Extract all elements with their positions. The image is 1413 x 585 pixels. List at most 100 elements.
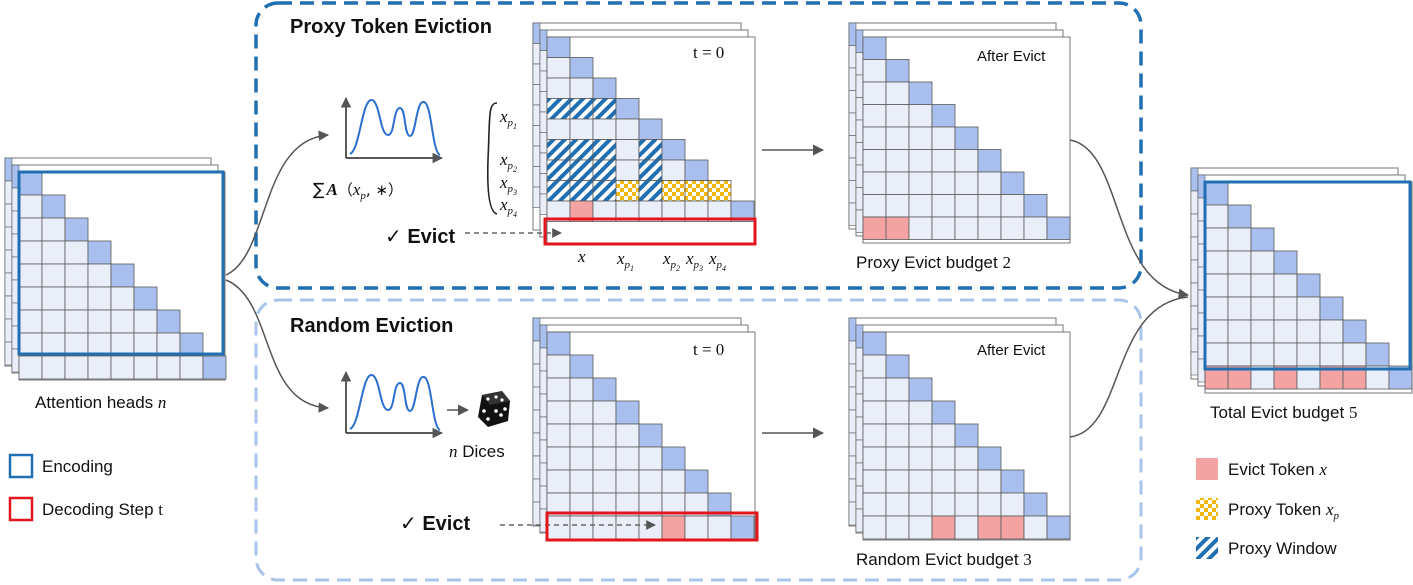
- matrix-cell: [855, 97, 864, 121]
- matrix-cell: [569, 469, 594, 494]
- matrix-cell: [885, 515, 910, 540]
- matrix-cell: [546, 515, 571, 540]
- matrix-cell: [569, 400, 594, 425]
- matrix-cell: [546, 377, 571, 402]
- curve-from-random: [1069, 296, 1189, 438]
- matrix-cell: [977, 194, 1002, 218]
- matrix-cell: [908, 377, 933, 402]
- matrix-cell: [615, 118, 640, 140]
- matrix-cell: [1319, 296, 1344, 321]
- matrix-cell: [862, 126, 887, 150]
- matrix-cell: [638, 469, 663, 494]
- matrix-cell: [1296, 319, 1321, 344]
- matrix-cell: [569, 377, 594, 402]
- svg-text:xp4: xp4: [708, 249, 726, 273]
- proxy-budget-label: Proxy Evict budget 2: [856, 253, 1011, 272]
- matrix-cell: [546, 139, 571, 161]
- matrix-cell: [848, 317, 857, 342]
- matrix-cell: [908, 446, 933, 471]
- attention-heads-label: Attention heads n: [35, 393, 166, 412]
- matrix-cell: [546, 36, 571, 58]
- svg-text:xp2: xp2: [662, 249, 680, 273]
- matrix-cell: [862, 36, 887, 60]
- matrix-cell: [539, 91, 548, 113]
- matrix-cell: [885, 59, 910, 83]
- matrix-cell: [661, 515, 686, 540]
- matrix-cell: [41, 217, 66, 242]
- matrix-cell: [64, 355, 89, 380]
- matrix-cell: [862, 331, 887, 356]
- dice-label: n Dices: [449, 442, 505, 461]
- matrix-cell: [569, 515, 594, 540]
- matrix-cell: [931, 515, 956, 540]
- matrix-cell: [848, 202, 857, 226]
- matrix-cell: [848, 363, 857, 388]
- matrix-cell: [977, 216, 1002, 240]
- matrix-cell: [532, 22, 541, 44]
- matrix-cell: [18, 286, 43, 311]
- matrix-cell: [87, 286, 112, 311]
- matrix-cell: [848, 67, 857, 91]
- matrix-cell: [18, 309, 43, 334]
- matrix-cell: [1250, 273, 1275, 298]
- legend-right: Evict Token x Proxy Token xp Proxy Windo…: [1196, 458, 1340, 559]
- matrix-cell: [539, 370, 548, 395]
- matrix-cell: [1046, 515, 1071, 540]
- row-brace: [486, 102, 498, 215]
- matrix-cell: [908, 104, 933, 128]
- matrix-cell: [848, 45, 857, 69]
- curve-from-proxy: [1069, 139, 1190, 299]
- matrix-cell: [546, 354, 571, 379]
- matrix-cell: [1227, 227, 1252, 252]
- matrix-cell: [41, 240, 66, 265]
- matrix-cell: [977, 469, 1002, 494]
- matrix-cell: [954, 515, 979, 540]
- matrix-random-t0: [546, 331, 755, 540]
- matrix-cell: [862, 104, 887, 128]
- matrix-cell: [569, 423, 594, 448]
- matrix-cell: [638, 118, 663, 140]
- matrix-cell: [539, 439, 548, 464]
- matrix-cell: [1296, 296, 1321, 321]
- matrix-cell: [1190, 282, 1199, 307]
- matrix-cell: [908, 126, 933, 150]
- matrix-cell: [1388, 365, 1413, 390]
- matrix-cell: [684, 469, 709, 494]
- matrix-cell: [1190, 190, 1199, 215]
- matrix-cell: [532, 363, 541, 388]
- matrix-cell: [539, 50, 548, 72]
- matrix-cell: [156, 355, 181, 380]
- matrix-cell: [1190, 236, 1199, 261]
- matrix-cell: [539, 111, 548, 133]
- matrix-cell: [1296, 342, 1321, 367]
- matrix-cell: [1023, 194, 1048, 218]
- matrix-cell: [1342, 319, 1367, 344]
- matrix-cell: [1273, 342, 1298, 367]
- matrix-cell: [862, 216, 887, 240]
- matrix-cell: [1046, 216, 1071, 240]
- matrix-cell: [862, 377, 887, 402]
- matrix-cell: [954, 492, 979, 517]
- matrix-cell: [931, 469, 956, 494]
- matrix-cell: [1365, 342, 1390, 367]
- matrix-cell: [848, 432, 857, 457]
- matrix-cell: [954, 423, 979, 448]
- matrix-cell: [954, 171, 979, 195]
- matrix-cell: [532, 125, 541, 147]
- matrix-cell: [41, 194, 66, 219]
- matrix-cell: [707, 180, 732, 202]
- matrix-cell: [539, 393, 548, 418]
- matrix-cell: [1250, 296, 1275, 321]
- matrix-cell: [592, 423, 617, 448]
- matrix-cell: [908, 423, 933, 448]
- legend-proxy-window-swatch: [1196, 537, 1218, 559]
- matrix-cell: [684, 180, 709, 202]
- curve-to-proxy: [225, 130, 330, 276]
- proxy-panel-border: [254, 1, 1143, 290]
- matrix-cell: [1023, 515, 1048, 540]
- matrix-cell: [1190, 259, 1199, 284]
- matrix-cell: [855, 119, 864, 143]
- matrix-cell: [532, 166, 541, 188]
- matrix-cell: [532, 455, 541, 480]
- matrix-cell: [569, 139, 594, 161]
